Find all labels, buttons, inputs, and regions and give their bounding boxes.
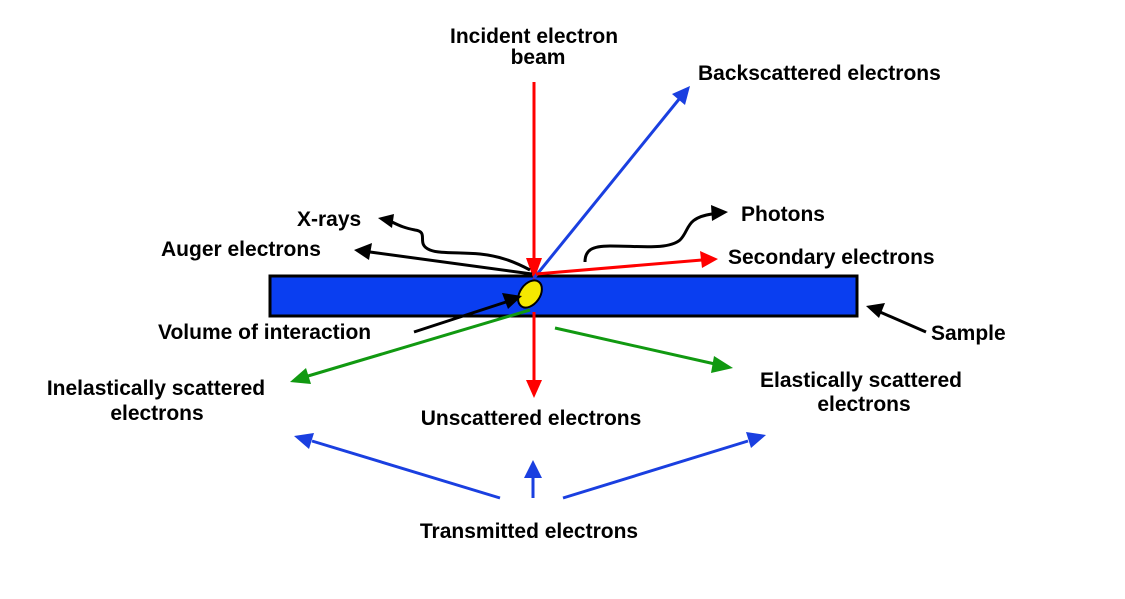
xrays-label: X-rays (297, 208, 361, 231)
elastic-label-line2: electrons (817, 393, 910, 416)
incident-beam-label-line2: beam (511, 46, 566, 69)
auger-electrons-arrowhead (354, 243, 372, 260)
incident-beam-label-line1: Incident electron (450, 25, 618, 48)
transmitted-center-arrowhead (524, 460, 542, 478)
photons-wavy-arrow (583, 212, 713, 263)
incident-beam-arrowhead (526, 258, 542, 280)
backscattered-arrow (532, 97, 682, 279)
sample-pointer-arrow (879, 310, 927, 334)
transmitted-left-arrow (311, 439, 501, 500)
auger-electrons-label: Auger electrons (161, 238, 321, 261)
transmitted-label: Transmitted electrons (420, 520, 638, 543)
xrays-arrowhead (378, 214, 394, 228)
xrays-wavy-arrow (391, 220, 531, 272)
sample-slab (268, 274, 859, 318)
volume-pointer-arrow (413, 300, 507, 334)
inelastic-scattered-arrowhead (290, 368, 311, 384)
transmitted-right-arrow (562, 439, 749, 500)
volume-pointer-arrowhead (502, 293, 522, 309)
secondary-electrons-arrowhead (700, 251, 718, 268)
secondary-electrons-arrow (535, 258, 703, 276)
transmitted-right-arrowhead (746, 432, 766, 448)
volume-of-interaction-label: Volume of interaction (158, 321, 371, 344)
photons-label: Photons (741, 203, 825, 226)
elastic-label-line1: Elastically scattered (760, 369, 962, 392)
sample-pointer-arrowhead (866, 303, 885, 318)
volume-of-interaction-ellipse (517, 279, 543, 309)
inelastic-label-line2: electrons (110, 402, 203, 425)
transmitted-left-arrowhead (294, 433, 314, 449)
backscattered-label: Backscattered electrons (698, 62, 941, 85)
unscattered-arrowhead (526, 380, 542, 398)
sample-label: Sample (931, 322, 1006, 345)
inelastic-label-line1: Inelastically scattered (47, 377, 265, 400)
elastic-scattered-arrowhead (711, 356, 733, 373)
elastic-scattered-arrow (554, 326, 716, 366)
backscattered-arrowhead (672, 86, 690, 105)
auger-electrons-arrow (369, 250, 533, 276)
inelastic-scattered-arrow (307, 308, 531, 378)
secondary-electrons-label: Secondary electrons (728, 246, 935, 269)
photons-arrowhead (711, 205, 728, 221)
unscattered-label: Unscattered electrons (421, 407, 642, 430)
